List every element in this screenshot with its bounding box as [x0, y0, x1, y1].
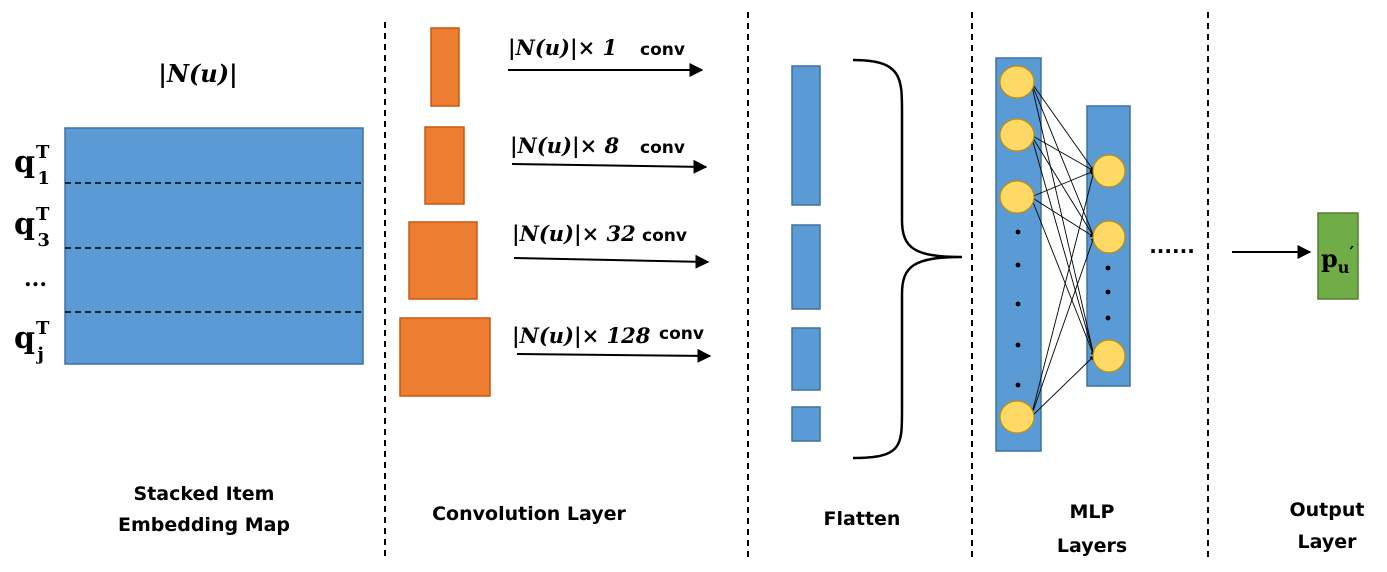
- mlp-edge: [1030, 134, 1095, 172]
- mlp-hidden-node: [1092, 154, 1126, 188]
- ellipsis-dot: [1015, 262, 1021, 268]
- conv-arrow-32: [513, 254, 710, 269]
- flatten-vector-1: [791, 65, 821, 206]
- row-label-ellipsis: ...: [24, 266, 47, 292]
- ellipsis-dot: [1015, 301, 1021, 307]
- conv-size-label-32: |N(u)|× 32: [512, 221, 636, 246]
- mlp-layer-input: [995, 57, 1042, 452]
- conv-type-label-32: conv: [642, 226, 687, 246]
- ellipsis-dot: [1105, 265, 1111, 271]
- mlp-input-node: [999, 180, 1035, 214]
- conv-filter-1: [430, 27, 460, 107]
- ellipsis-dot: [1105, 315, 1111, 321]
- ellipsis-dot: [1015, 229, 1021, 235]
- conv-type-label-128: conv: [659, 324, 704, 344]
- mlp-horizontal-ellipsis: ......: [1149, 234, 1195, 258]
- output-block: [1317, 212, 1359, 300]
- conv-caption: Convolution Layer: [432, 503, 626, 525]
- mlp-nodes: [999, 65, 1126, 434]
- flatten-caption: Flatten: [824, 508, 901, 530]
- conv-size-label-128: |N(u)|× 128: [512, 323, 651, 348]
- mlp-hidden-node: [1092, 220, 1126, 254]
- stacked-caption-line1: Stacked Item: [134, 483, 275, 505]
- mlp-edge: [1030, 170, 1096, 418]
- mlp-edge: [1030, 236, 1095, 418]
- mlp-input-node: [999, 65, 1035, 99]
- conv-type-label-8: conv: [640, 138, 685, 158]
- conv-filter-8: [424, 126, 465, 205]
- embedding-map-block: [64, 127, 364, 365]
- conv-arrow-128: [516, 348, 712, 363]
- mlp-edge: [1030, 81, 1095, 172]
- ellipsis-dot: [1105, 289, 1111, 295]
- flatten-brace: [852, 58, 963, 460]
- mlp-edge: [1030, 134, 1095, 238]
- output-caption-line2: Layer: [1298, 531, 1358, 553]
- conv-size-label-8: |N(u)|× 8: [510, 133, 620, 158]
- mlp-caption-line1: MLP: [1070, 501, 1115, 523]
- conv-type-label-1: conv: [640, 40, 685, 60]
- mlp-edge: [1030, 170, 1095, 198]
- flatten-vector-3: [791, 327, 821, 391]
- mlp-edge: [1030, 134, 1096, 357]
- mlp-hidden-node: [1092, 339, 1126, 373]
- ellipsis-dot: [1015, 342, 1021, 348]
- output-caption-line1: Output: [1290, 499, 1365, 521]
- stacked-caption-line2: Embedding Map: [118, 514, 290, 536]
- mlp-caption-line2: Layers: [1057, 535, 1127, 557]
- output-symbol: pu′: [1321, 243, 1354, 277]
- flatten-vector-2: [791, 224, 821, 310]
- mlp-input-node: [999, 400, 1035, 434]
- conv-size-label-1: |N(u)|× 1: [508, 35, 617, 60]
- mlp-connections: [1030, 81, 1096, 418]
- conv-arrow-8: [511, 159, 708, 174]
- conv-filter-128: [399, 317, 491, 397]
- mlp-vertical-ellipsis: [1015, 229, 1111, 388]
- stacked-header-label: |N(u)|: [158, 59, 238, 88]
- flatten-vector-4: [791, 406, 821, 442]
- mlp-input-node: [999, 118, 1035, 152]
- conv-filter-32: [408, 221, 478, 300]
- mlp-edge: [1030, 196, 1095, 357]
- ellipsis-dot: [1015, 382, 1021, 388]
- mlp-edge: [1030, 196, 1095, 238]
- mlp-edge: [1030, 81, 1096, 357]
- mlp-edge: [1030, 355, 1095, 418]
